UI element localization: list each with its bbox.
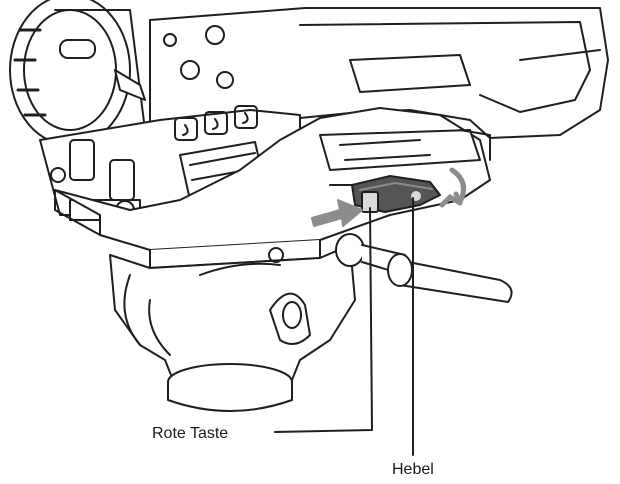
pan-handle <box>335 233 513 303</box>
lever-assembly <box>329 175 441 213</box>
leader-red-button <box>274 207 373 433</box>
tripod-head <box>109 244 356 412</box>
callout-red-button: Rote Taste <box>152 425 229 442</box>
rotate-arrow <box>439 167 467 208</box>
callout-leaders <box>274 197 414 456</box>
tripod-adaptor-plate <box>54 107 491 269</box>
callout-lever: Hebel <box>392 461 434 478</box>
push-arrow <box>311 199 363 227</box>
lens <box>9 0 146 146</box>
camera-body <box>149 7 609 191</box>
